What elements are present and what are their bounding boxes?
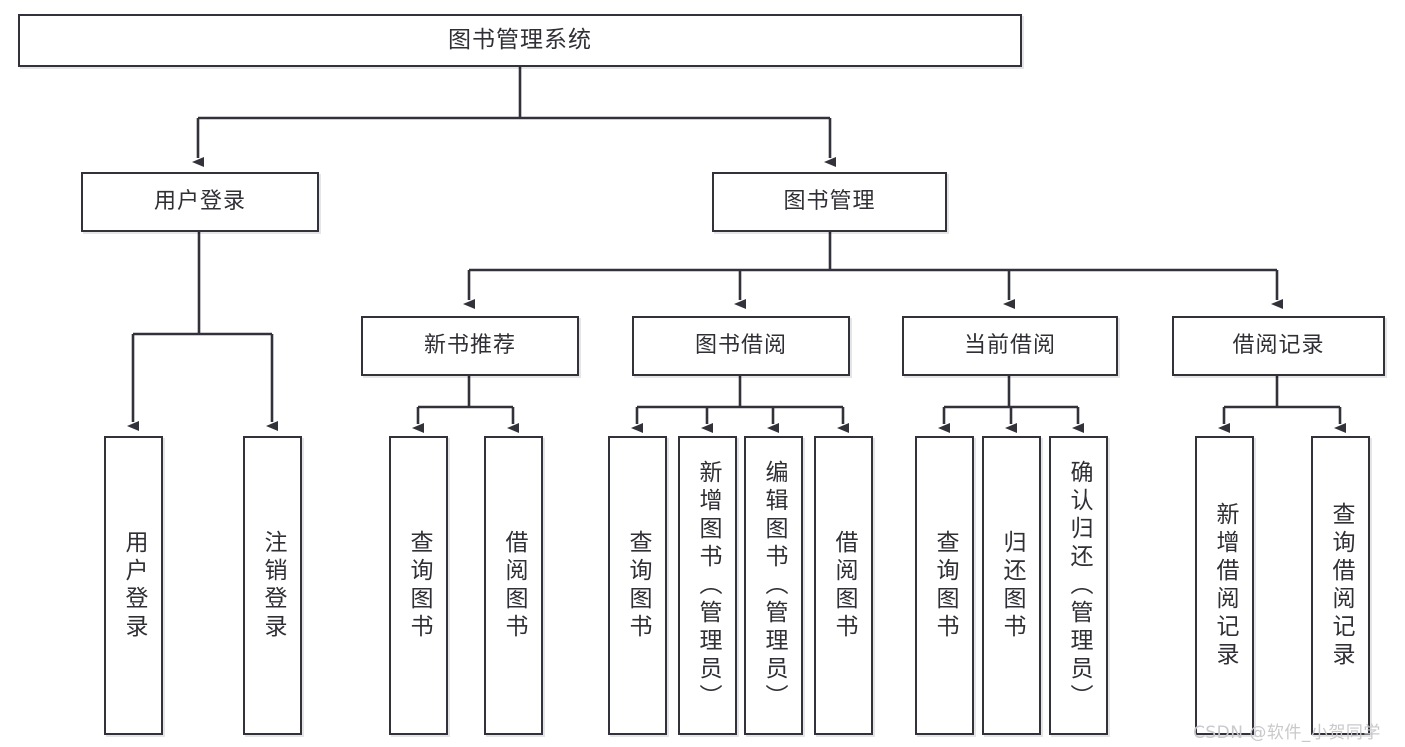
node-current-borrow[interactable]: 当前借阅 [902,316,1118,376]
node-label: 查询图书 [625,529,651,642]
leaf-return-book[interactable]: 归还图书 [982,436,1041,735]
leaf-user-login[interactable]: 用户登录 [104,436,163,735]
node-label: 图书管理系统 [448,27,592,54]
leaf-query-book-recommend[interactable]: 查询图书 [389,436,448,735]
node-label: 借阅记录 [1232,333,1325,359]
node-label: 借阅图书 [831,529,857,642]
node-label: 新增借阅记录 [1212,501,1238,670]
node-label: 归还图书 [999,529,1025,642]
node-label: 注销登录 [260,529,286,642]
node-new-book-recommend[interactable]: 新书推荐 [361,316,579,376]
node-borrow-record[interactable]: 借阅记录 [1172,316,1385,376]
node-label: 查询图书 [406,529,432,642]
leaf-query-book-current[interactable]: 查询图书 [915,436,974,735]
leaf-add-book-admin[interactable]: 新增图书（管理员） [678,436,737,735]
leaf-add-borrow-record[interactable]: 新增借阅记录 [1195,436,1254,735]
leaf-confirm-return-admin[interactable]: 确认归还（管理员） [1049,436,1108,735]
leaf-edit-book-admin[interactable]: 编辑图书（管理员） [744,436,803,735]
leaf-query-book-borrow[interactable]: 查询图书 [608,436,667,735]
node-user-login[interactable]: 用户登录 [81,172,319,232]
node-label: 确认归还（管理员） [1066,459,1092,712]
node-label: 新书推荐 [423,333,516,359]
leaf-logout[interactable]: 注销登录 [243,436,302,735]
node-book-borrow[interactable]: 图书借阅 [632,316,850,376]
node-label: 用户登录 [153,189,246,215]
node-label: 图书管理 [783,189,876,215]
node-label: 当前借阅 [963,333,1056,359]
node-label: 图书借阅 [694,333,787,359]
node-label: 借阅图书 [501,529,527,642]
node-label: 新增图书（管理员） [695,459,721,712]
node-label: 查询借阅记录 [1328,501,1354,670]
node-root-book-management-system[interactable]: 图书管理系统 [18,14,1022,67]
node-book-management[interactable]: 图书管理 [712,172,947,232]
node-label: 查询图书 [932,529,958,642]
csdn-watermark: CSDN @软件_小贺同学 [1193,723,1381,743]
node-label: 编辑图书（管理员） [761,459,787,712]
leaf-query-borrow-record[interactable]: 查询借阅记录 [1311,436,1370,735]
node-label: 用户登录 [121,529,147,642]
leaf-borrow-book-recommend[interactable]: 借阅图书 [484,436,543,735]
leaf-borrow-book[interactable]: 借阅图书 [814,436,873,735]
